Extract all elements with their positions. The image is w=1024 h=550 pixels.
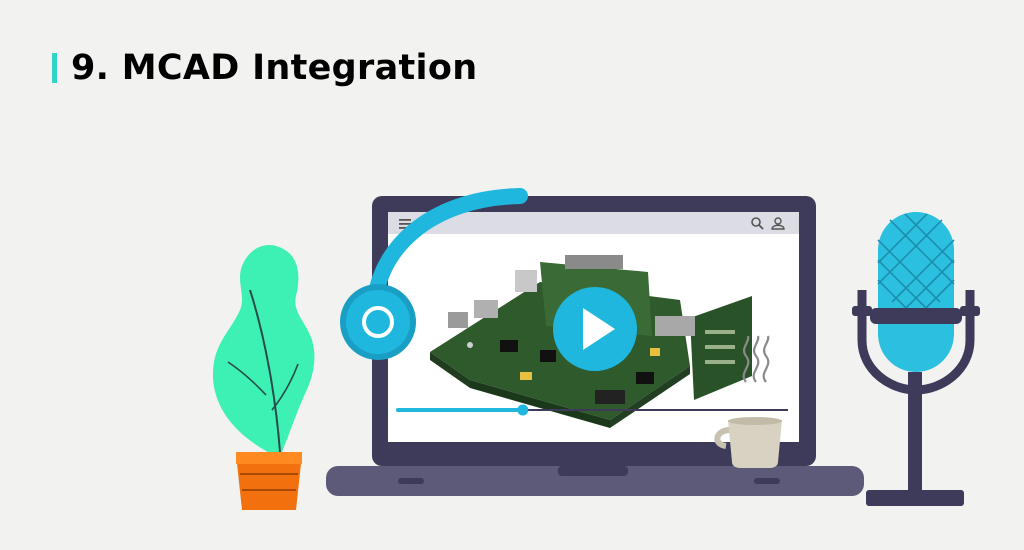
title-accent-bar (52, 53, 57, 83)
laptop-notch (558, 466, 628, 476)
user-icon[interactable] (771, 217, 785, 230)
page-title: 9. MCAD Integration (71, 48, 478, 88)
video-progress-bar[interactable] (396, 404, 788, 416)
headphones (340, 188, 528, 360)
hamburger-menu-icon[interactable] (399, 219, 411, 229)
page-title-block: 9. MCAD Integration (52, 44, 477, 92)
laptop-foot-right (754, 478, 780, 484)
microphone (852, 212, 980, 506)
laptop-base (326, 466, 864, 496)
progress-handle[interactable] (517, 404, 529, 416)
mic-base (866, 490, 964, 506)
play-button[interactable] (553, 287, 637, 371)
plant (212, 244, 315, 510)
plant-pot (236, 452, 302, 510)
browser-toolbar (388, 212, 799, 234)
laptop-foot-left (398, 478, 424, 484)
plant-leaf (212, 244, 315, 452)
laptop (326, 196, 864, 496)
play-icon (583, 308, 615, 350)
search-icon[interactable] (751, 217, 764, 230)
coffee-cup (714, 335, 782, 468)
